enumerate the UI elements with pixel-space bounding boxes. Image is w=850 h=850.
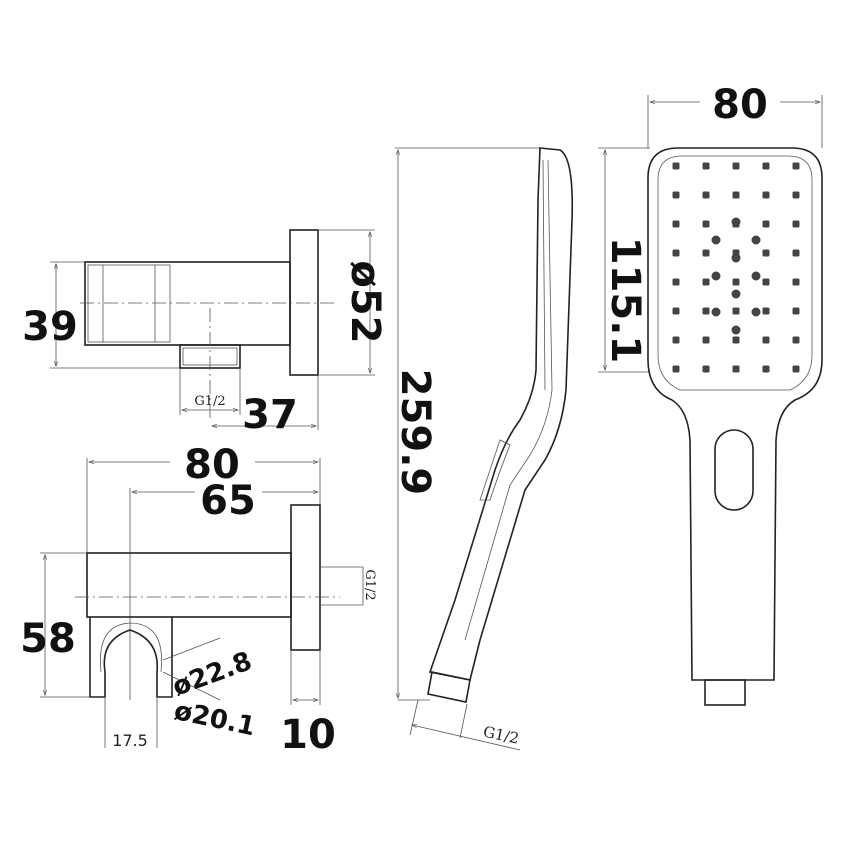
- nozzle-hole: [672, 191, 680, 199]
- dim-80-outlet: 80: [184, 442, 240, 488]
- nozzle-hole: [762, 162, 770, 170]
- nozzle-hole-round: [731, 289, 741, 299]
- nozzle-hole-round: [711, 307, 721, 317]
- dim-thread-side: G1/2: [362, 569, 377, 600]
- nozzle-hole: [792, 365, 800, 373]
- spray-button: [714, 429, 754, 511]
- nozzle-hole-round: [711, 235, 721, 245]
- nozzle-hole: [732, 336, 740, 344]
- nozzle-hole: [762, 249, 770, 257]
- dim-17-5: 17.5: [112, 731, 148, 750]
- nozzle-hole-round: [731, 325, 741, 335]
- dim-10: 10: [280, 712, 336, 758]
- holder-block: [87, 264, 171, 343]
- nozzle-hole: [702, 191, 710, 199]
- wall-flange: [289, 229, 319, 376]
- nozzle-hole-round: [731, 217, 741, 227]
- handset-front-view: 80 115.1: [598, 82, 823, 706]
- wall-outlet-top-view: 39 ø52 G1/2 37: [22, 229, 388, 438]
- nozzle-hole: [732, 162, 740, 170]
- nozzle-hole: [672, 307, 680, 315]
- dim-115-1: 115.1: [602, 237, 648, 364]
- handset-side-view: 259.9 G1/2: [392, 147, 574, 751]
- nozzle-hole: [702, 278, 710, 286]
- handset-outline: [647, 147, 823, 681]
- nozzle-hole-round: [711, 271, 721, 281]
- wall-flange-side: [290, 504, 321, 651]
- dim-80-head: 80: [712, 82, 768, 128]
- nozzle-hole: [792, 191, 800, 199]
- wall-outlet-side-view: 80 65 G1/2 58 ø22.8 ø20.1 17.5 10: [20, 442, 377, 758]
- nozzle-hole: [732, 365, 740, 373]
- nozzle-hole-round: [751, 235, 761, 245]
- nozzle-hole: [702, 162, 710, 170]
- nozzle-hole: [762, 336, 770, 344]
- dim-259-9: 259.9: [392, 369, 438, 496]
- nozzle-hole-round: [751, 307, 761, 317]
- dim-65: 65: [200, 478, 256, 524]
- handset-body: [428, 147, 574, 681]
- dim-thread-handset: G1/2: [482, 723, 521, 748]
- nozzle-hole: [762, 220, 770, 228]
- nozzle-hole-round: [731, 253, 741, 263]
- nozzle-hole: [792, 220, 800, 228]
- nozzle-hole: [792, 249, 800, 257]
- dim-thread-top: G1/2: [194, 394, 225, 409]
- nozzle-hole: [762, 307, 770, 315]
- nozzle-hole: [702, 307, 710, 315]
- nozzle-hole: [792, 307, 800, 315]
- nozzle-hole: [792, 278, 800, 286]
- dim-39: 39: [22, 304, 78, 350]
- dim-37: 37: [242, 392, 298, 438]
- nozzle-hole: [672, 278, 680, 286]
- nozzle-hole: [702, 220, 710, 228]
- outlet-body-side: [86, 552, 292, 618]
- nozzle-hole: [672, 336, 680, 344]
- nozzle-grid: [672, 162, 800, 373]
- nozzle-hole: [732, 278, 740, 286]
- nozzle-hole: [702, 336, 710, 344]
- handset-thread: [427, 671, 471, 703]
- nozzle-hole: [672, 220, 680, 228]
- nozzle-hole: [732, 191, 740, 199]
- outlet-body: [84, 261, 291, 346]
- nozzle-hole: [672, 249, 680, 257]
- nozzle-hole: [762, 278, 770, 286]
- hose-clip: [89, 617, 173, 698]
- dim-58: 58: [20, 616, 76, 662]
- nozzle-hole: [732, 307, 740, 315]
- nozzle-hole: [702, 249, 710, 257]
- dim-22-8: ø22.8: [169, 646, 256, 702]
- dim-20-1: ø20.1: [171, 696, 257, 742]
- spray-face: [657, 155, 813, 391]
- nozzle-hole: [762, 191, 770, 199]
- nozzle-hole: [702, 365, 710, 373]
- nozzle-hole-round: [751, 271, 761, 281]
- nozzle-hole: [792, 162, 800, 170]
- handset-thread-front: [704, 679, 746, 706]
- nozzle-hole: [762, 365, 770, 373]
- nozzle-hole: [672, 365, 680, 373]
- nozzle-hole: [672, 162, 680, 170]
- dim-52: ø52: [342, 260, 388, 343]
- nozzle-hole: [792, 336, 800, 344]
